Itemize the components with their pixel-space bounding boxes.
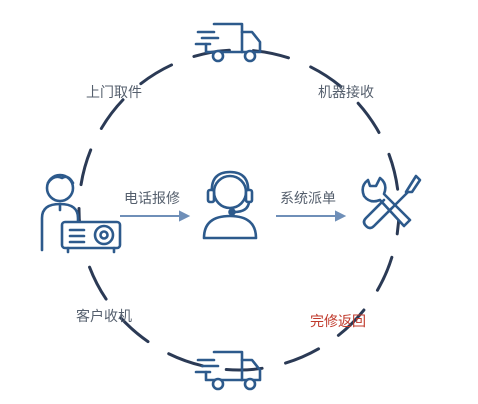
label-customer-receive: 客户收机 [76,308,132,325]
arrow-phone-repair [120,210,191,222]
bottom-delivery-truck-icon [194,350,262,391]
customer-with-projector-icon [40,173,122,254]
customer-service-agent-icon [202,170,258,240]
top-delivery-truck-icon [194,22,262,63]
label-return: 完修返回 [310,314,366,330]
label-receive: 机器接收 [318,84,374,101]
label-dispatch: 系统派单 [280,191,336,207]
wrench-screwdriver-icon [361,174,422,230]
label-phone-repair: 电话报修 [124,191,180,207]
arrow-dispatch [276,210,347,222]
label-pickup: 上门取件 [86,85,142,101]
